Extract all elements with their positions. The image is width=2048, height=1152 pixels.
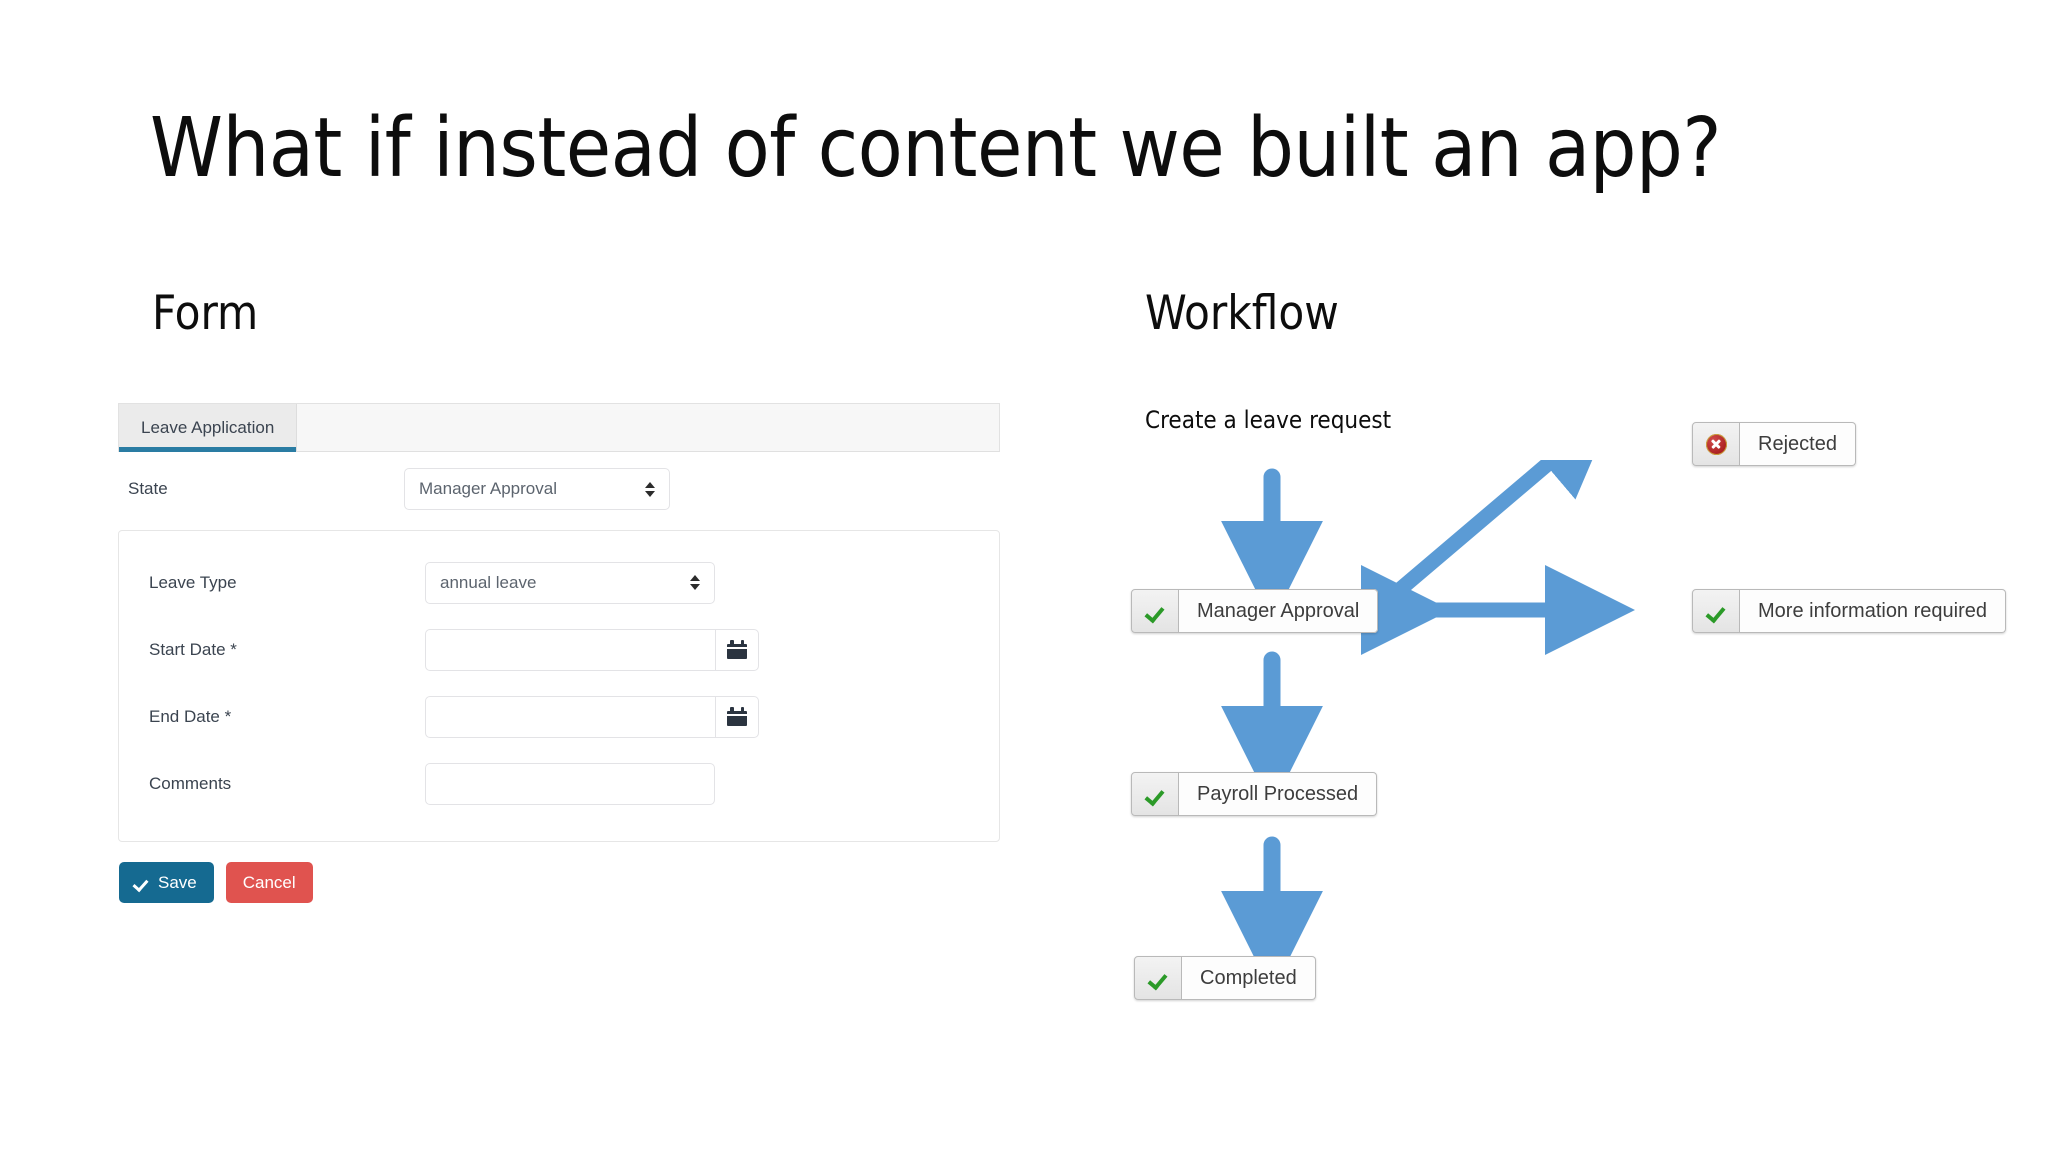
end-date-label: End Date * <box>149 706 232 726</box>
node-label: Manager Approval <box>1179 589 1379 633</box>
workflow-arrows-layer <box>1221 460 1636 980</box>
node-label: Completed <box>1182 956 1316 1000</box>
save-button[interactable]: Save <box>119 862 214 903</box>
field-row-leave-type: Leave Type annual leave <box>119 549 999 616</box>
node-status-icon-cell <box>1692 422 1740 466</box>
start-date-label: Start Date * <box>149 639 237 659</box>
workflow-node-completed[interactable]: Completed <box>1134 956 1316 1000</box>
arrow-manager-to-rejected <box>1389 460 1615 600</box>
leave-application-form-card: Leave Application State Manager Approval… <box>118 403 1000 903</box>
updown-spinner-icon <box>645 480 656 498</box>
green-check-icon <box>1708 603 1725 620</box>
end-date-input-group <box>425 695 759 738</box>
field-row-end-date: End Date * <box>119 683 999 750</box>
end-date-calendar-button[interactable] <box>715 695 759 738</box>
page-title: What if instead of content we built an a… <box>150 101 1722 196</box>
end-date-input[interactable] <box>425 695 715 738</box>
cancel-button-label: Cancel <box>242 872 296 892</box>
workflow-section-heading: Workflow <box>1145 286 1339 341</box>
cancel-button[interactable]: Cancel <box>225 862 313 903</box>
node-label: Rejected <box>1740 422 1856 466</box>
form-tab-strip: Leave Application <box>118 403 1000 452</box>
node-status-icon-cell <box>1131 589 1179 633</box>
workflow-caption: Create a leave request <box>1145 406 1392 434</box>
leave-type-select-value: annual leave <box>440 572 537 592</box>
workflow-node-more-information-required[interactable]: More information required <box>1692 589 2006 633</box>
workflow-node-manager-approval[interactable]: Manager Approval <box>1131 589 1379 633</box>
start-date-input-group <box>425 628 759 671</box>
green-check-icon <box>1147 603 1164 620</box>
green-check-icon <box>1147 786 1164 803</box>
updown-spinner-icon <box>690 574 701 592</box>
calendar-icon <box>727 707 747 726</box>
node-status-icon-cell <box>1134 956 1182 1000</box>
field-row-comments: Comments <box>119 750 999 817</box>
state-select[interactable]: Manager Approval <box>404 468 670 510</box>
leave-details-panel: Leave Type annual leave Start Date * End… <box>118 530 1000 842</box>
calendar-icon <box>727 640 747 659</box>
green-check-icon <box>1150 970 1167 987</box>
form-actions: Save Cancel <box>118 862 1000 903</box>
field-row-start-date: Start Date * <box>119 616 999 683</box>
state-label: State <box>128 479 168 498</box>
node-label: More information required <box>1740 589 2006 633</box>
red-x-icon <box>1705 433 1727 455</box>
tab-label: Leave Application <box>141 417 275 437</box>
form-section-heading: Form <box>152 286 259 341</box>
save-button-label: Save <box>158 872 197 892</box>
node-status-icon-cell <box>1131 772 1179 816</box>
leave-type-select[interactable]: annual leave <box>425 561 715 604</box>
node-status-icon-cell <box>1692 589 1740 633</box>
check-icon <box>136 876 150 890</box>
start-date-calendar-button[interactable] <box>715 628 759 671</box>
workflow-node-rejected[interactable]: Rejected <box>1692 422 1856 466</box>
comments-label: Comments <box>149 773 232 793</box>
state-row: State Manager Approval <box>118 452 1000 526</box>
leave-type-label: Leave Type <box>149 572 237 592</box>
tab-leave-application[interactable]: Leave Application <box>119 404 298 452</box>
state-select-value: Manager Approval <box>419 479 557 498</box>
workflow-node-payroll-processed[interactable]: Payroll Processed <box>1131 772 1378 816</box>
start-date-input[interactable] <box>425 628 715 671</box>
node-label: Payroll Processed <box>1179 772 1378 816</box>
comments-input[interactable] <box>425 762 715 805</box>
